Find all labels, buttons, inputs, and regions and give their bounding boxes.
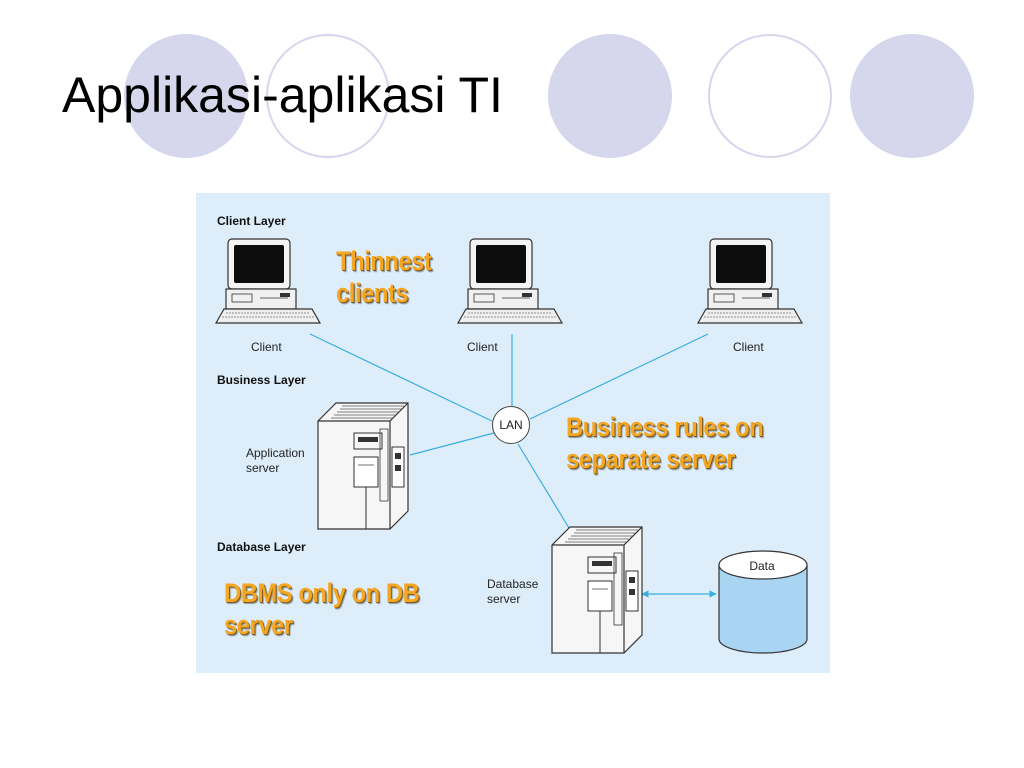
callout-thinnest-clients: Thinnest clients xyxy=(336,245,432,309)
computer-icon xyxy=(215,238,321,324)
callout-thinnest-line2: clients xyxy=(336,278,409,308)
computer-icon xyxy=(697,238,803,324)
callout-dbms-line2: server xyxy=(224,610,293,640)
application-server-label: Application server xyxy=(246,446,305,476)
callout-dbms-only: DBMS only on DB server xyxy=(224,577,420,641)
application-server-label-line1: Application xyxy=(246,446,305,460)
callout-dbms-line1: DBMS only on DB xyxy=(224,578,420,608)
link-client-left xyxy=(309,333,493,422)
server-icon xyxy=(317,402,409,530)
callout-business-line2: separate server xyxy=(566,444,736,474)
client-label: Client xyxy=(467,340,498,354)
callout-thinnest-line1: Thinnest xyxy=(336,246,432,276)
decor-circle-outline-1 xyxy=(266,34,390,158)
link-client-right xyxy=(529,333,709,420)
database-cylinder-icon xyxy=(718,550,808,654)
data-store-label: Data xyxy=(749,559,775,573)
client-label: Client xyxy=(251,340,282,354)
link-app-server xyxy=(409,432,495,456)
business-layer-label: Business Layer xyxy=(217,373,306,387)
client-label: Client xyxy=(733,340,764,354)
decor-circle-filled-1 xyxy=(124,34,248,158)
client-layer-label: Client Layer xyxy=(217,214,286,228)
decor-circle-filled-2 xyxy=(548,34,672,158)
decor-circle-outline-2 xyxy=(708,34,832,158)
server-icon xyxy=(551,526,643,654)
architecture-diagram: Client Layer Business Layer Database Lay… xyxy=(196,193,830,673)
link-db-server xyxy=(517,443,573,534)
application-server-label-line2: server xyxy=(246,461,280,475)
database-layer-label: Database Layer xyxy=(217,540,306,554)
slide-title: Applikasi-aplikasi TI xyxy=(62,67,503,123)
callout-business-line1: Business rules on xyxy=(566,412,764,442)
database-server-label: Database server xyxy=(487,577,538,607)
computer-icon xyxy=(457,238,563,324)
decor-circle-filled-3 xyxy=(850,34,974,158)
database-server-label-line1: Database xyxy=(487,577,539,591)
callout-business-rules: Business rules on separate server xyxy=(566,411,764,475)
lan-node: LAN xyxy=(492,406,530,444)
diagram-canvas xyxy=(215,238,808,654)
database-server-label-line2: server xyxy=(487,592,521,606)
